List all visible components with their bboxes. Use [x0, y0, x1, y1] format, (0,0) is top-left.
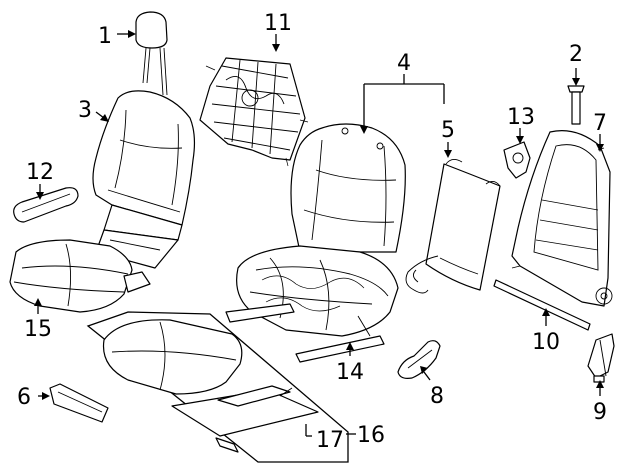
callout-11: 11 — [264, 11, 292, 36]
callout-3: 3 — [78, 98, 92, 123]
callout-9: 9 — [593, 400, 607, 425]
callout-5: 5 — [441, 118, 455, 143]
callout-4: 4 — [397, 51, 411, 76]
callout-7: 7 — [593, 111, 607, 136]
callout-10: 10 — [532, 330, 560, 355]
seatback-cover-part-3 — [92, 90, 196, 269]
motor-part-9 — [587, 333, 615, 383]
callout-12: 12 — [26, 160, 54, 185]
bracket-part-13 — [503, 141, 531, 179]
callout-16: 16 — [357, 423, 385, 448]
callout-13: 13 — [507, 105, 535, 130]
lever-part-8 — [397, 340, 441, 379]
leader-lines — [34, 30, 604, 437]
trim-piece-part-12 — [13, 187, 79, 223]
headrest-part-1 — [135, 11, 168, 96]
callout-15: 15 — [24, 317, 52, 342]
callout-labels: 1 2 3 4 5 6 7 8 9 10 11 12 13 14 15 16 1… — [17, 11, 607, 453]
spring-mat-part-11 — [199, 57, 309, 167]
cushion-cover-part-15 — [9, 239, 151, 313]
side-trim-part-6 — [49, 383, 109, 423]
bolt-part-2 — [567, 85, 585, 125]
callout-8: 8 — [430, 384, 444, 409]
inset-box-parts-16-17 — [86, 311, 349, 463]
callout-1: 1 — [98, 24, 112, 49]
callout-2: 2 — [569, 42, 583, 67]
callout-14: 14 — [336, 360, 364, 385]
callout-6: 6 — [17, 385, 31, 410]
back-panel-part-5 — [405, 159, 501, 294]
seat-assembly-part-4 — [225, 123, 406, 363]
rod-part-10 — [493, 279, 591, 331]
callout-17: 17 — [316, 428, 344, 453]
seatback-frame-part-7 — [511, 130, 613, 307]
